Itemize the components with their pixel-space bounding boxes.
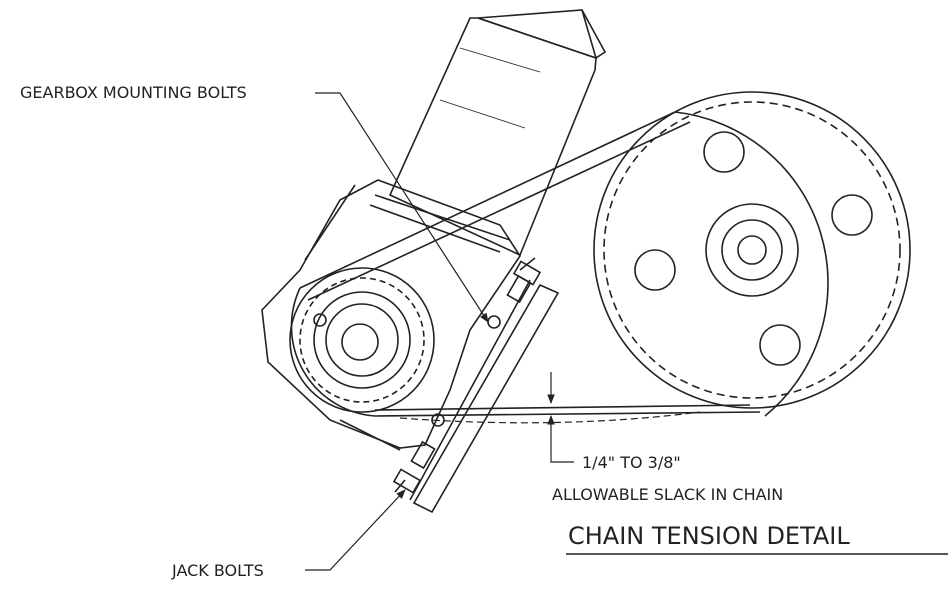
- small-sprocket: [289, 267, 435, 413]
- slack-range-label: 1/4" TO 3/8": [582, 453, 681, 472]
- slack-dimension: [547, 372, 574, 463]
- jack-bolts-label: JACK BOLTS: [171, 561, 264, 580]
- leader-lines: [305, 92, 489, 571]
- mounting-plate: [392, 257, 560, 514]
- chain: [290, 111, 829, 424]
- detail-title: CHAIN TENSION DETAIL: [568, 522, 850, 550]
- gearbox-bolts-label: GEARBOX MOUNTING BOLTS: [20, 83, 247, 102]
- slack-caption-label: ALLOWABLE SLACK IN CHAIN: [552, 485, 783, 504]
- large-sprocket: [593, 91, 911, 409]
- gearbox-housing: [261, 179, 521, 451]
- motor-body: [388, 9, 607, 257]
